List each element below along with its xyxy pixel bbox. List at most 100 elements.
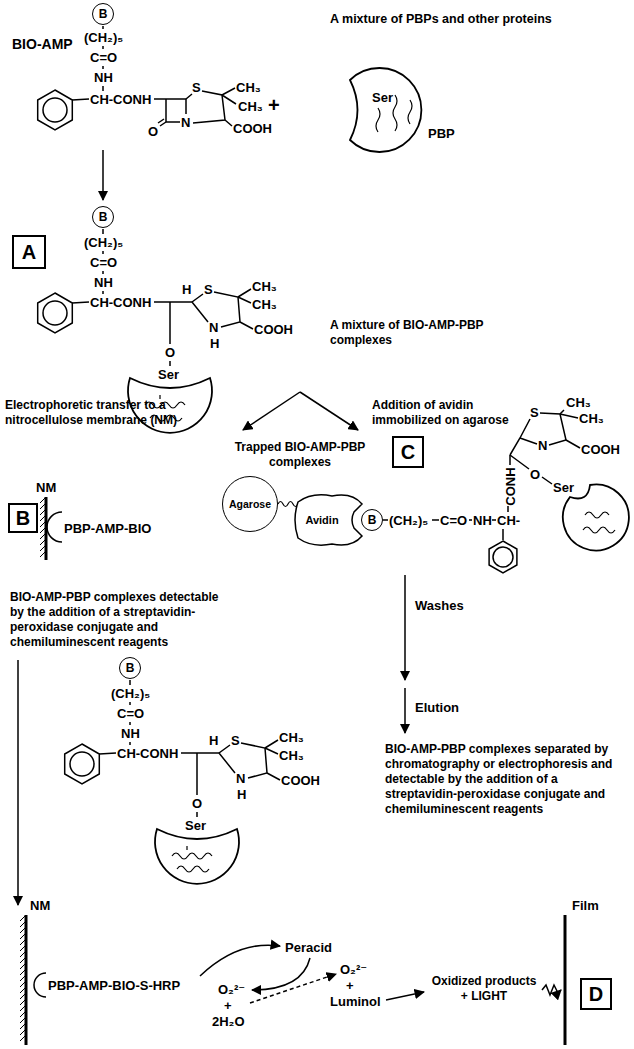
node-text: B [368,513,377,527]
structure-label: COOH [254,322,293,337]
structure-label: C=O [90,50,117,65]
node-text: B [99,7,108,21]
membrane-hatch [40,521,46,527]
structure-label: CH₃ [279,730,304,745]
structure-label: NH [121,726,140,741]
structure-label: NM [36,480,56,495]
membrane-hatch [40,533,46,539]
structure-label: H [210,336,219,351]
biotin-circle: B [361,509,383,531]
section-letter-box: D [580,978,612,1010]
node-text: Agarose [229,498,271,510]
structure-label: S [204,282,213,297]
membrane-hatch [20,939,26,945]
membrane-hatch [20,1011,26,1017]
biotin-circle: B [92,3,114,25]
structure-label: + [268,93,280,117]
structure-label: (CH₂)₅ [111,686,150,701]
structure-label: NH [94,70,113,85]
structure-label: O [530,467,540,482]
structure-label: Ser [185,818,206,833]
structure-label: CH-CONH [117,746,178,761]
structure-label: N [236,771,245,786]
structure-label: NH [94,275,113,290]
structure-label: CH₃ [279,748,304,763]
membrane-hatch [20,1005,26,1011]
structure-label: C=O [117,706,144,721]
structure-label: S [192,80,201,95]
node-text: B [99,210,108,224]
membrane-hatch [20,975,26,981]
structure-label: PBP-AMP-BIO [64,521,151,536]
structure-label: CH₃ [566,395,591,410]
membrane-hatch [20,1017,26,1023]
structure-label: Peracid [285,940,332,955]
caption-text: Oxidized products + LIGHT [428,974,540,1004]
structure-label: CH₃ [236,80,261,95]
membrane-hatch [20,981,26,987]
structure-label: S [530,405,539,420]
membrane-hatch [40,515,46,521]
membrane-hatch [20,951,26,957]
membrane-hatch [40,545,46,551]
biotin-circle: B [119,657,141,679]
structure-label: Film [572,898,599,913]
structure-label: O₂²⁻ [340,962,367,977]
membrane-hatch [40,539,46,545]
structure-label: N [538,438,547,453]
membrane-hatch [20,945,26,951]
node-text: D [589,983,603,1006]
node-text: B [16,507,30,530]
membrane-hatch [20,987,26,993]
structure-label: COOH [233,121,272,136]
structure-label: (CH₂)₅ [84,30,123,45]
structure-label: H [182,282,191,297]
structure-label: COOH [281,773,320,788]
caption-text: Trapped BIO-AMP-PBP complexes [225,440,375,470]
membrane-hatch [20,915,26,921]
structure-label: (CH₂)₅ [389,513,428,528]
membrane-hatch [20,969,26,975]
structure-label: PBP [428,126,455,141]
structure-label: + [346,978,354,993]
structure-label: CH- [497,513,520,528]
membrane-hatch [20,1023,26,1029]
node-text: B [126,661,135,675]
structure-label: Ser [158,367,179,382]
membrane-hatch [20,1035,26,1041]
node-text: C [401,441,415,464]
structure-label: S [231,733,240,748]
structure-label: O [192,796,202,811]
structure-label: CH₃ [252,279,277,294]
structure-label: PBP-AMP-BIO-S-HRP [48,978,180,993]
membrane-hatch [20,921,26,927]
node-text: Avidin [305,514,338,526]
structure-label: CH₃ [252,297,277,312]
structure-label: 2H₂O [212,1014,245,1029]
membrane-hatch [40,509,46,515]
membrane-hatch [40,551,46,557]
caption-text: Electrophoretic transfer to a nitrocellu… [5,398,235,428]
membrane-hatch [20,933,26,939]
membrane-hatch [20,1029,26,1035]
membrane-hatch [20,927,26,933]
structure-label: (CH₂)₅ [84,235,123,250]
membrane-hatch [40,527,46,533]
structure-label: O [148,124,158,139]
structure-label: CH-CONH [90,92,151,107]
structure-label: Elution [415,700,459,715]
structure-label: CONH [503,467,518,505]
structure-label: H [209,733,218,748]
structure-label: COOH [581,442,620,457]
structure-label: + [224,998,232,1013]
structure-label: N [209,320,218,335]
structure-label: N [181,115,190,130]
caption-text: BIO-AMP-PBP complexes separated by chrom… [385,742,630,817]
caption-text: Addition of avidin immobilized on agaros… [372,398,522,428]
structure-label: O₂²⁻ [218,982,245,997]
node-text: A [22,241,36,264]
section-letter-box: B [8,503,38,533]
caption-text: A mixture of PBPs and other proteins [330,12,630,27]
structure-label: NM [30,898,50,913]
